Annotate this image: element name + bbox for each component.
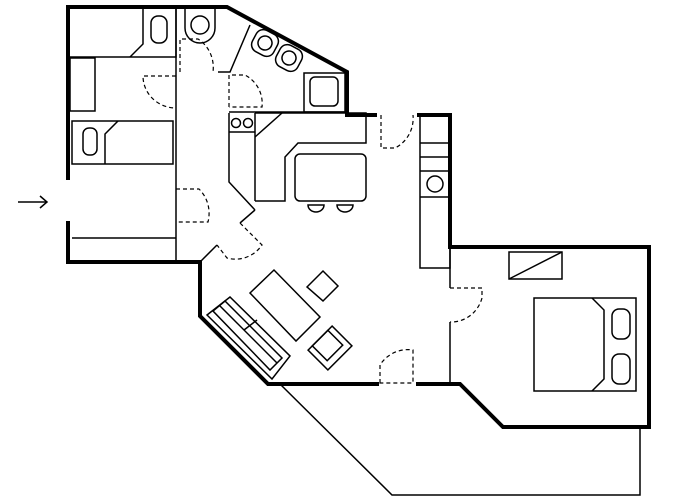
door-living-hall	[216, 222, 263, 260]
coffee-table	[248, 268, 322, 343]
double-bed	[533, 297, 637, 392]
door-balcony	[379, 349, 414, 384]
stool-1	[307, 204, 325, 213]
armchair	[307, 325, 353, 371]
door-bedroom	[449, 287, 483, 323]
exterior-wall-entry	[66, 221, 379, 386]
dining-table	[294, 153, 367, 202]
hall-wall-diagonal-a	[239, 209, 256, 224]
kitchen-tall-cabinets	[419, 114, 451, 269]
door-storage	[176, 188, 210, 223]
door-children-bedroom	[142, 75, 177, 109]
stool-2	[336, 204, 354, 213]
balcony-outline	[279, 383, 641, 496]
sink-2	[274, 43, 304, 73]
entrance-arrow-icon	[18, 195, 49, 209]
sofa	[205, 296, 292, 381]
door-bathroom	[228, 74, 263, 108]
wardrobe-small	[69, 57, 96, 112]
bedroom-wardrobe	[508, 251, 563, 280]
door-kitchen-balcony	[380, 114, 414, 149]
bed-lower	[71, 120, 174, 165]
door-toilet	[179, 38, 214, 73]
bathroom-wall	[218, 24, 251, 73]
bed-top	[68, 6, 177, 58]
shower	[303, 72, 346, 113]
toilet	[184, 7, 216, 44]
stove-icon	[230, 117, 254, 129]
exterior-wall-north	[66, 5, 377, 180]
side-table	[305, 269, 340, 303]
sink-1	[250, 28, 280, 58]
kitchen-counter	[228, 112, 367, 211]
hall-wall-diagonal-b	[199, 244, 218, 263]
